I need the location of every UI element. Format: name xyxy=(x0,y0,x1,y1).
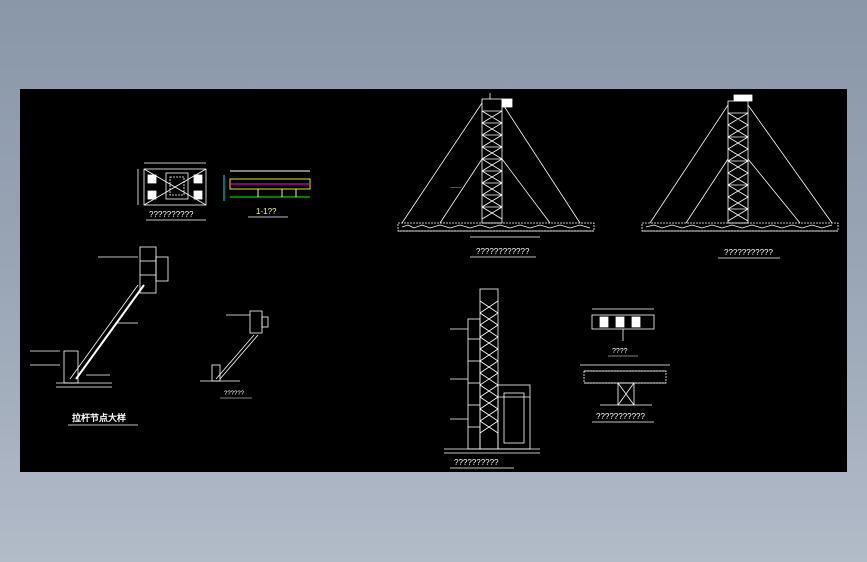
svg-text:────: ──── xyxy=(449,185,462,190)
side-elevation-title: ?????????? xyxy=(454,458,499,467)
elevation-right-drawing xyxy=(641,94,839,232)
brace-node-drawing xyxy=(30,246,169,388)
small-node-drawing xyxy=(200,310,269,382)
elevation-left-title: ???????????? xyxy=(476,247,530,256)
cad-drawing-canvas[interactable]: ?????????? 1-1?? ──── ?????? xyxy=(20,89,847,472)
elevation-right-title: ??????????? xyxy=(724,248,773,257)
cad-drawing-viewport[interactable]: ?????????? 1-1?? ──── ?????? xyxy=(20,89,847,472)
brace-node-title: 拉杆节点大样 xyxy=(72,412,126,423)
small-node-title: ?????? xyxy=(224,391,245,397)
elevation-left-drawing xyxy=(397,93,595,238)
plan-detail-drawing xyxy=(137,162,207,206)
plan-detail-title: ?????????? xyxy=(149,210,194,219)
beam-detail-drawing xyxy=(591,308,655,341)
base-detail-drawing xyxy=(580,364,670,406)
beam-detail-title: ???? xyxy=(612,348,628,355)
side-elevation-drawing xyxy=(444,288,540,454)
section-1-1-title: 1-1?? xyxy=(256,207,277,216)
section-1-1-drawing xyxy=(223,170,311,201)
base-detail-title: ??????????? xyxy=(596,412,645,421)
